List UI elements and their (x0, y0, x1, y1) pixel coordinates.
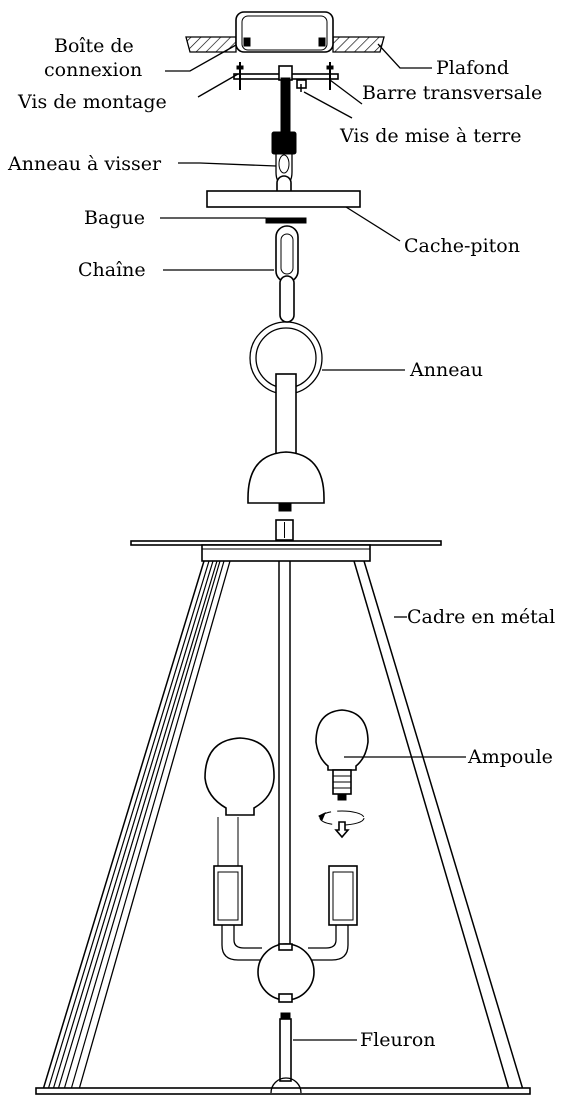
chain (275, 225, 299, 323)
dome-cap (247, 451, 325, 512)
label-metal-frame: Cadre en métal (407, 606, 555, 628)
label-mounting-screw: Vis de montage (17, 91, 167, 113)
threaded-nipple (271, 65, 297, 155)
label-ground-screw: Vis de mise à terre (339, 125, 521, 147)
stem (275, 373, 297, 455)
label-chain: Chaîne (78, 259, 146, 281)
finial (270, 1012, 302, 1094)
label-junction-box-line2: connexion (44, 59, 142, 81)
top-plate (130, 540, 442, 562)
label-screw-ring: Anneau à visser (7, 153, 162, 175)
label-canopy: Cache-piton (404, 235, 520, 257)
metal-frame (35, 560, 531, 1095)
replacement-bulb (315, 709, 369, 801)
left-bulb-socket (204, 737, 275, 926)
leader-lines (160, 43, 466, 1041)
label-ring: Anneau (409, 359, 483, 381)
label-finial: Fleuron (360, 1029, 436, 1051)
right-socket (328, 865, 358, 926)
label-crossbar: Barre transversale (362, 82, 542, 104)
label-ceiling: Plafond (436, 57, 509, 79)
ring-washer (265, 217, 307, 224)
center-hub (257, 943, 315, 1003)
label-bulb: Ampoule (467, 746, 553, 768)
label-ring-washer: Bague (84, 207, 145, 229)
junction-box (235, 11, 334, 53)
coupling-nut (275, 519, 294, 541)
center-rod (278, 561, 291, 948)
socket-arms (221, 925, 349, 961)
label-junction-box-line1: Boîte de (54, 35, 134, 57)
rotate-arrow-icon (318, 810, 365, 839)
canopy (206, 190, 361, 208)
